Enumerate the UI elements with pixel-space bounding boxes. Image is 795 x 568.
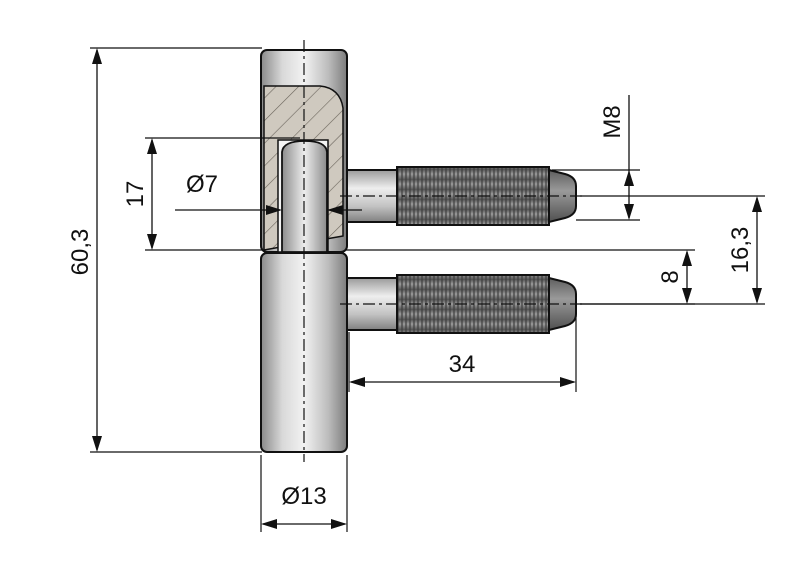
dim-thread-size: M8 [552,95,640,221]
upper-bolt [346,166,577,226]
dim-offset-upper-label: 16,3 [727,227,754,274]
lower-barrel [260,252,348,453]
dim-bolt-length: 34 [348,312,577,392]
dim-total-height: 60,3 [67,47,262,453]
dim-barrel-diameter-label: Ø13 [281,483,326,510]
dim-pin-spacing-label: 17 [122,181,149,208]
dim-bolt-length-label: 34 [449,351,476,378]
dim-offset-lower-label: 8 [657,270,684,283]
dim-offset-upper: 16,3 [580,195,765,305]
dim-pin-spacing: 17 [122,137,300,251]
dim-pin-diameter-label: Ø7 [186,171,218,198]
dim-thread-size-label: M8 [599,105,626,138]
dim-pin-diameter: Ø7 [175,171,362,215]
lower-bolt [346,274,577,334]
dim-total-height-label: 60,3 [67,229,94,276]
dim-barrel-diameter: Ø13 [260,455,348,532]
